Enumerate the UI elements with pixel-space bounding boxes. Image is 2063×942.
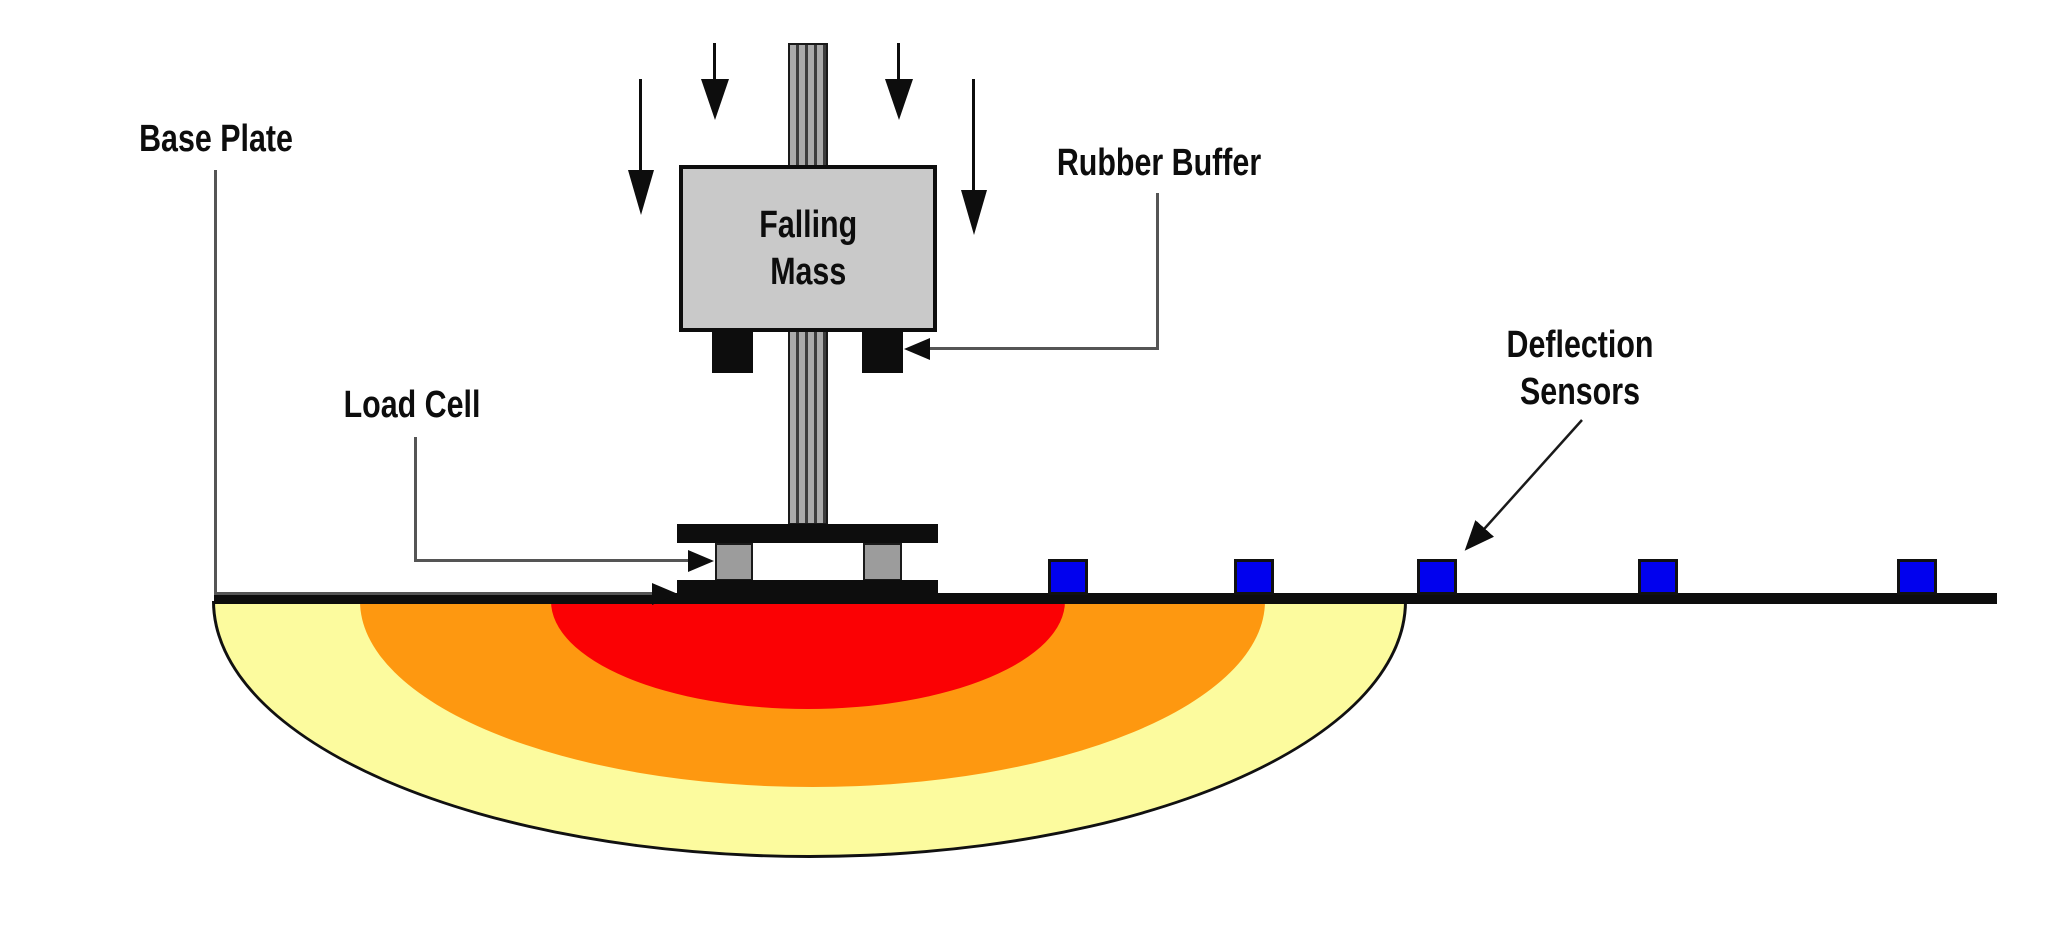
- falling-mass-label: Falling Mass: [759, 203, 857, 293]
- down-arrow-long-left-icon: [628, 170, 654, 215]
- deflection-sensors-label: Deflection Sensors: [1506, 324, 1654, 413]
- load-cell-top-plate: [677, 524, 938, 543]
- deflection-sensor-1: [1048, 559, 1088, 595]
- pavement-surface-line: [214, 593, 1997, 604]
- rubber-buffer-right: [862, 332, 903, 373]
- base-plate-leader-horizontal: [214, 592, 652, 595]
- rubber-buffer-leader-vertical: [1156, 193, 1159, 350]
- down-arrow-long-right-icon: [961, 190, 987, 235]
- rubber-buffer-label: Rubber Buffer: [1056, 142, 1262, 184]
- deflection-sensor-2: [1234, 559, 1274, 595]
- rubber-buffer-arrowhead-icon: [904, 338, 930, 360]
- deflection-sensor-4: [1638, 559, 1678, 595]
- falling-mass-box: Falling Mass: [679, 165, 937, 332]
- rubber-buffer-left: [712, 332, 753, 373]
- load-cell-leader-horizontal: [414, 559, 688, 562]
- rubber-buffer-leader-horizontal: [930, 347, 1159, 350]
- base-plate-leader-vertical: [214, 170, 217, 595]
- load-cell-label: Load Cell: [343, 384, 481, 426]
- load-cell-column-left: [715, 543, 753, 581]
- base-plate-bar: [677, 580, 938, 601]
- down-arrow-short-right-icon: [885, 79, 913, 120]
- down-arrow-short-left-icon: [701, 79, 729, 120]
- load-cell-leader-vertical: [414, 437, 417, 562]
- down-arrow-short-left-line: [713, 43, 716, 79]
- down-arrow-long-left-line: [639, 79, 642, 170]
- down-arrow-long-right-line: [972, 79, 975, 190]
- deflection-sensors-arrow-icon: [1464, 419, 1583, 551]
- load-cell-column-right: [863, 543, 902, 581]
- load-cell-arrowhead-icon: [688, 550, 714, 572]
- down-arrow-short-right-line: [897, 43, 900, 79]
- base-plate-arrowhead-icon: [652, 583, 678, 605]
- base-plate-label: Base Plate: [139, 118, 293, 160]
- deflection-sensor-3: [1417, 559, 1457, 595]
- deflection-sensor-5: [1897, 559, 1937, 595]
